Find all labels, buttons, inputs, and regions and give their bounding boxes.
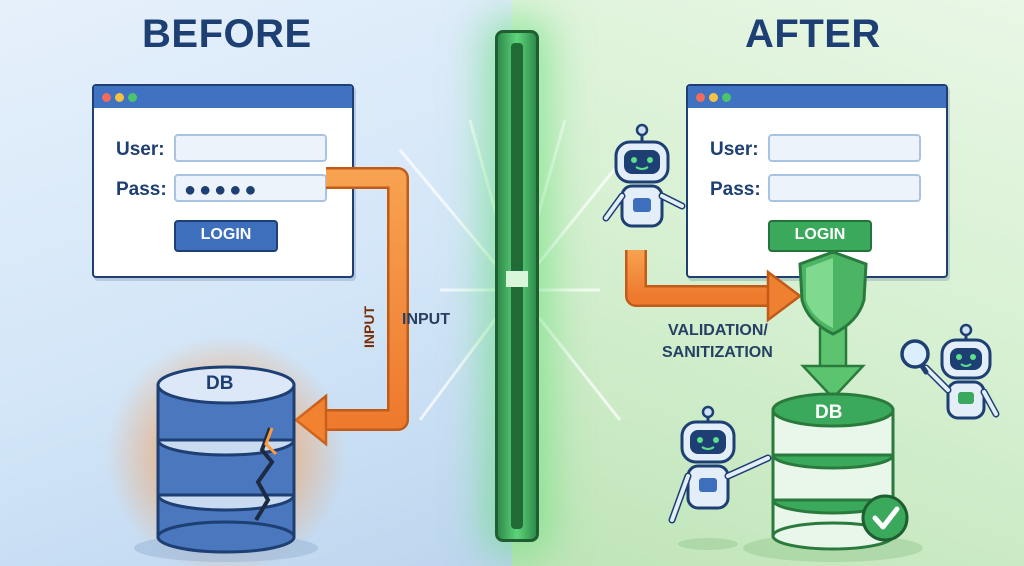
user-label: User: (116, 139, 165, 160)
validated-arrow (800, 324, 866, 400)
magnifier-icon (900, 339, 930, 375)
validation-label: VALIDATION/ (668, 322, 768, 339)
db-label: DB (206, 373, 234, 394)
window-titlebar (688, 86, 946, 108)
checkmark-badge-icon (861, 494, 909, 542)
divider-gap (506, 271, 528, 287)
attack-arrow (625, 250, 803, 323)
password-input[interactable] (768, 174, 921, 202)
login-button[interactable]: LOGIN (174, 220, 278, 252)
db-label: DB (815, 402, 843, 423)
robot-icon (602, 123, 686, 228)
maximize-dot-icon (722, 93, 731, 102)
input-label: INPUT (402, 311, 450, 328)
user-input[interactable] (768, 134, 921, 162)
crack-icon (254, 427, 275, 522)
minimize-dot-icon (115, 93, 124, 102)
maximize-dot-icon (128, 93, 137, 102)
secure-database (743, 392, 923, 562)
login-button[interactable]: LOGIN (768, 220, 872, 252)
shield-icon (798, 250, 868, 336)
pass-label: Pass: (710, 179, 761, 200)
minimize-dot-icon (709, 93, 718, 102)
before-heading: BEFORE (142, 12, 312, 56)
user-input[interactable] (174, 134, 327, 162)
robot-icon (922, 323, 1000, 420)
robot-icon (668, 405, 772, 550)
sanitization-label: SANITIZATION (662, 344, 773, 361)
window-titlebar (94, 86, 352, 108)
pass-label: Pass: (116, 179, 167, 200)
input-vertical-label: INPUT (361, 306, 377, 348)
user-label: User: (710, 139, 759, 160)
close-dot-icon (696, 93, 705, 102)
close-dot-icon (102, 93, 111, 102)
before-login-window: User: Pass: ●●●●● LOGIN (92, 84, 354, 278)
after-heading: AFTER (745, 12, 881, 56)
divider-wall (495, 30, 539, 542)
compromised-database (106, 335, 346, 566)
password-input[interactable]: ●●●●● (174, 174, 327, 202)
